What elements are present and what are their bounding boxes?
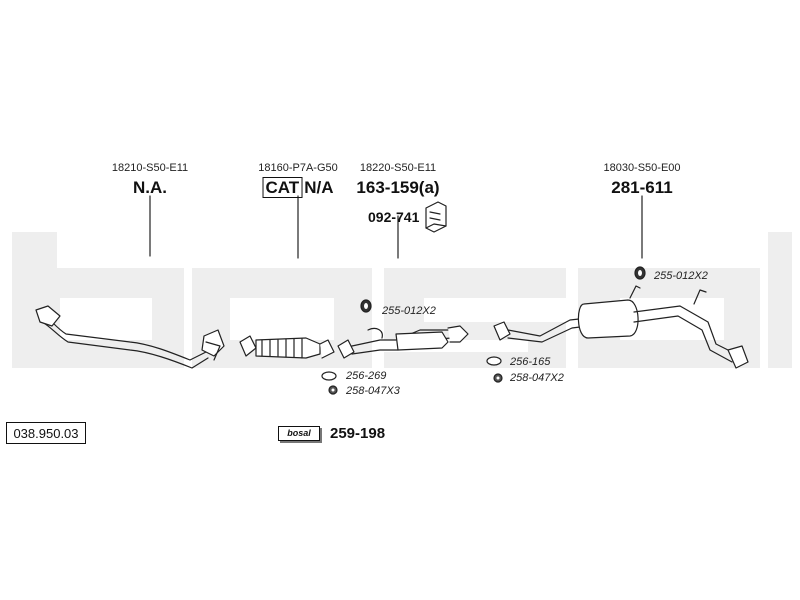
rear-silencer-part [493,285,749,369]
middle-pipe-part [337,325,469,359]
ring-2-label: 256-165 [510,356,551,368]
oe-number-middle: 18220-S50-E11 [359,162,437,174]
nut-2-icon [493,373,503,383]
oe-number-front-pipe: 18210-S50-E11 [111,162,189,174]
nut-2-label: 258-047X2 [510,372,564,384]
bosal-kit-icon: bosal [278,426,320,441]
front-pipe-part [35,305,225,369]
ring-2-icon [486,356,502,366]
bracket-part-number: 092-741 [368,209,420,225]
part-number-middle: 163-159(a) [356,178,440,197]
diagram-code-box: 038.950.03 [6,422,86,444]
mounting-kit-part-number: 259-198 [330,425,386,442]
nut-1-label: 258-047X3 [346,385,400,397]
cat-label: CAT [262,177,303,198]
gasket-top-2-icon [634,266,646,280]
gasket-top-2-label: 255-012X2 [654,270,708,282]
gasket-top-1-icon [360,299,372,313]
part-number-front-pipe: N.A. [133,178,167,197]
ring-1-icon [321,371,337,381]
bracket-part [425,201,447,233]
catalyst-part-value: N/A [304,178,334,197]
diagram-code: 038.950.03 [13,425,79,441]
oe-number-rear: 18030-S50-E00 [603,162,681,174]
nut-1-icon [328,385,338,395]
kit-brand-label: bosal [287,428,311,438]
gasket-top-1-label: 255-012X2 [382,305,436,317]
ring-1-label: 256-269 [346,370,387,382]
catalyst-part [239,335,335,359]
part-number-rear: 281-611 [611,178,673,197]
oe-number-catalyst: 18160-P7A-G50 [258,162,338,174]
